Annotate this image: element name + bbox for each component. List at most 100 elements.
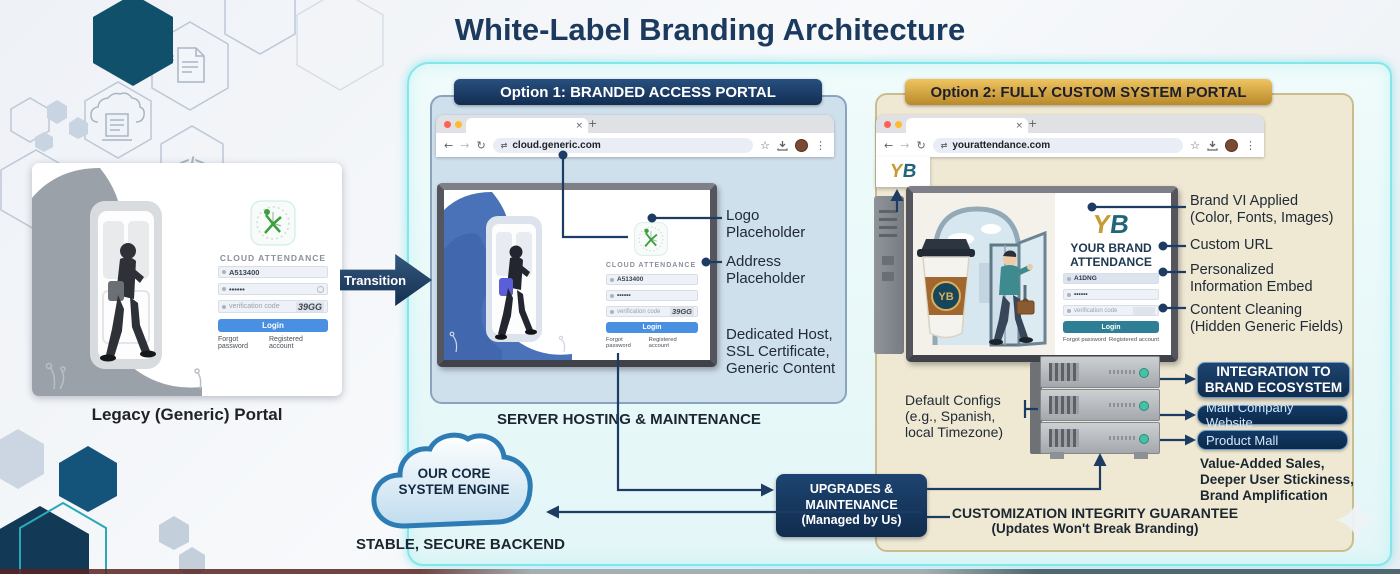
user-icon [1067, 276, 1071, 281]
registered-account-link[interactable]: Registered account [1109, 337, 1159, 343]
option1-username-field[interactable]: A513400 [606, 274, 698, 285]
option1-verification-field[interactable]: verification code 39GG [606, 306, 698, 317]
ecosystem-benefits: Value-Added Sales, Deeper User Stickines… [1200, 456, 1354, 503]
tune-icon: ⇄ [940, 140, 948, 150]
captcha-image[interactable] [1133, 306, 1155, 315]
address-bar[interactable]: ⇄ yourattendance.com [932, 137, 1184, 153]
captcha-image[interactable]: 39GG [295, 301, 324, 312]
option1-login-button[interactable]: Login [606, 322, 698, 333]
user-icon [610, 277, 614, 282]
captcha-image[interactable]: 39GG [669, 307, 694, 316]
registered-account-link[interactable]: Registered account [648, 337, 677, 349]
lock-icon [1067, 292, 1071, 297]
coffee-cup-illustration: YB [917, 239, 975, 339]
menu-icon[interactable]: ⋮ [815, 138, 826, 152]
browser-tab[interactable]: × [906, 118, 1028, 133]
back-icon[interactable]: ← [884, 138, 894, 152]
option2-verification-field[interactable]: verification code [1063, 305, 1159, 316]
tab-close-icon[interactable]: × [575, 120, 583, 131]
tune-icon: ⇄ [500, 140, 508, 150]
legacy-person-silhouette [100, 243, 156, 362]
annotation-brand-vi: Brand VI Applied (Color, Fonts, Images) [1190, 193, 1334, 226]
video-progress-bar[interactable] [0, 569, 1400, 574]
eye-icon[interactable] [317, 285, 324, 293]
legacy-login-button[interactable]: Login [218, 319, 328, 332]
forgot-password-link[interactable]: Forgot password [606, 337, 631, 349]
core-cloud [371, 432, 533, 529]
option2-username-field[interactable]: A1DNG [1063, 273, 1159, 284]
option2-illustration: YB [913, 193, 1055, 355]
option1-person-silhouette [495, 245, 537, 340]
option1-brand-name: CLOUD ATTENDANCE [605, 262, 697, 269]
option1-password-field[interactable]: •••••• [606, 290, 698, 301]
lock-icon [610, 293, 614, 298]
server-hosting-label: SERVER HOSTING & MAINTENANCE [497, 411, 761, 428]
download-icon[interactable] [777, 140, 788, 151]
pc-tower [874, 196, 904, 354]
annotation-dedicated-host: Dedicated Host, SSL Certificate, Generic… [726, 326, 836, 378]
svg-text:YB: YB [938, 291, 953, 303]
annotation-content-cleaning: Content Cleaning (Hidden Generic Fields) [1190, 302, 1344, 335]
integration-ecosystem-box: INTEGRATION TO BRAND ECOSYSTEM [1197, 362, 1350, 398]
address-bar[interactable]: ⇄ cloud.generic.com [492, 137, 754, 153]
browser-tab[interactable]: × [466, 118, 588, 133]
forgot-password-link[interactable]: Forgot password [1063, 337, 1107, 343]
option1-illustration [444, 192, 572, 360]
option2-browser: × + ← → ↻ ⇄ yourattendance.com ☆ ⋮ [876, 115, 1264, 157]
forward-icon[interactable]: → [460, 138, 470, 152]
forward-icon[interactable]: → [900, 138, 910, 152]
server-rack [1030, 356, 1160, 460]
page-title: White-Label Branding Architecture [454, 12, 966, 47]
upgrades-maintenance-box: UPGRADES & MAINTENANCE (Managed by Us) [776, 474, 927, 537]
option1-browser: × + ← → ↻ ⇄ cloud.generic.com ☆ ⋮ [436, 115, 834, 157]
option1-links: Forgot password Registered account [606, 337, 698, 349]
url-text: cloud.generic.com [512, 139, 601, 151]
sparkle-icon [1335, 498, 1379, 542]
profile-avatar[interactable] [795, 138, 808, 152]
option2-brand-name: YOUR BRAND ATTENDANCE [1070, 241, 1152, 270]
shield-icon [610, 309, 614, 314]
minimize-window-icon [895, 121, 902, 128]
profile-avatar[interactable] [1225, 138, 1238, 152]
led-icon [1139, 368, 1149, 378]
option1-monitor: CLOUD ATTENDANCE A513400 •••••• verifica… [437, 183, 717, 367]
reload-icon[interactable]: ↻ [476, 138, 486, 152]
forgot-password-link[interactable]: Forgot password [218, 336, 248, 350]
registered-account-link[interactable]: Registered account [269, 336, 303, 350]
annotation-custom-url: Custom URL [1190, 237, 1273, 253]
menu-icon[interactable]: ⋮ [1245, 138, 1256, 152]
legacy-logo clock-icon [250, 200, 296, 246]
server-unit [1040, 422, 1160, 454]
customization-guarantee: CUSTOMIZATION INTEGRITY GUARANTEE (Updat… [951, 505, 1239, 536]
legacy-portal-card: CLOUD ATTENDANCE A513400 •••••• verifica… [32, 163, 342, 396]
legacy-verification-field[interactable]: verification code 39GG [218, 300, 328, 313]
close-window-icon [444, 121, 451, 128]
option2-links: Forgot password Registered account [1063, 337, 1159, 343]
new-tab-icon[interactable]: + [588, 117, 598, 130]
bookmark-star-icon[interactable]: ☆ [760, 138, 770, 152]
bookmark-star-icon[interactable]: ☆ [1190, 138, 1200, 152]
led-icon [1139, 434, 1149, 444]
ecosystem-item-mall: Product Mall [1197, 430, 1348, 450]
core-cloud-label: OUR CORE SYSTEM ENGINE [398, 466, 510, 498]
option2-brand-logo yb-logo-icon: YB [1090, 209, 1132, 239]
option2-login-button[interactable]: Login [1063, 321, 1159, 333]
option2-password-field[interactable]: •••••• [1063, 289, 1159, 300]
option1-logo clock-icon [634, 222, 668, 256]
url-text: yourattendance.com [952, 139, 1051, 151]
legacy-password-field[interactable]: •••••• [218, 283, 328, 295]
back-icon[interactable]: ← [444, 138, 454, 152]
option1-header: Option 1: BRANDED ACCESS PORTAL [454, 79, 822, 105]
legacy-username-field[interactable]: A513400 [218, 266, 328, 278]
minimize-window-icon [455, 121, 462, 128]
reload-icon[interactable]: ↻ [916, 138, 926, 152]
lock-icon [222, 287, 226, 291]
new-tab-icon[interactable]: + [1028, 117, 1038, 130]
legacy-illustration [32, 168, 202, 396]
shield-icon [1067, 308, 1071, 313]
brand-logo yb-logo-icon: YB [888, 161, 918, 182]
legacy-caption: Legacy (Generic) Portal [91, 405, 283, 424]
backend-label: STABLE, SECURE BACKEND [356, 536, 565, 553]
download-icon[interactable] [1207, 140, 1218, 151]
tab-close-icon[interactable]: × [1015, 120, 1023, 131]
